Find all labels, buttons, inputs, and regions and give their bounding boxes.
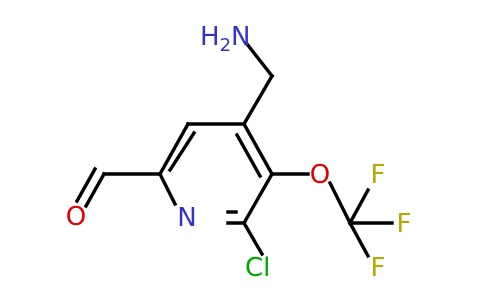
bond-c4-c3-inner <box>234 132 263 179</box>
bond-cho-o-b <box>74 166 98 204</box>
bonds <box>74 41 394 259</box>
bond-cf3-f3 <box>347 220 371 259</box>
atom-labels: N Cl O O F F F H2N <box>66 22 412 283</box>
atom-o-ether: O <box>310 160 330 190</box>
amine-n: N <box>231 22 250 52</box>
atom-f-top: F <box>371 160 386 190</box>
bond-cf3-f1 <box>347 187 371 226</box>
atom-f-bottom: F <box>371 253 386 283</box>
amine-h: H <box>200 22 220 52</box>
bond-c3-c2 <box>241 171 275 226</box>
bond-c4-ch2 <box>241 73 275 127</box>
atom-n-ring: N <box>177 203 196 233</box>
bond-c2-cl <box>241 220 265 257</box>
amine-subscript: 2 <box>220 35 231 56</box>
bond-c6-c5 <box>157 121 191 177</box>
bond-ch2-n <box>244 41 275 79</box>
bond-o-cf3 <box>327 180 353 226</box>
bond-n-c6 <box>157 171 178 207</box>
atom-cl: Cl <box>245 253 270 283</box>
bond-cho-o-a <box>83 171 107 209</box>
bond-c4-c3 <box>241 121 275 177</box>
bond-c6-c5-inner <box>167 130 197 173</box>
atom-f-right: F <box>397 209 412 239</box>
atom-amine: H2N <box>200 22 250 56</box>
atom-o-carbonyl: O <box>66 202 86 232</box>
